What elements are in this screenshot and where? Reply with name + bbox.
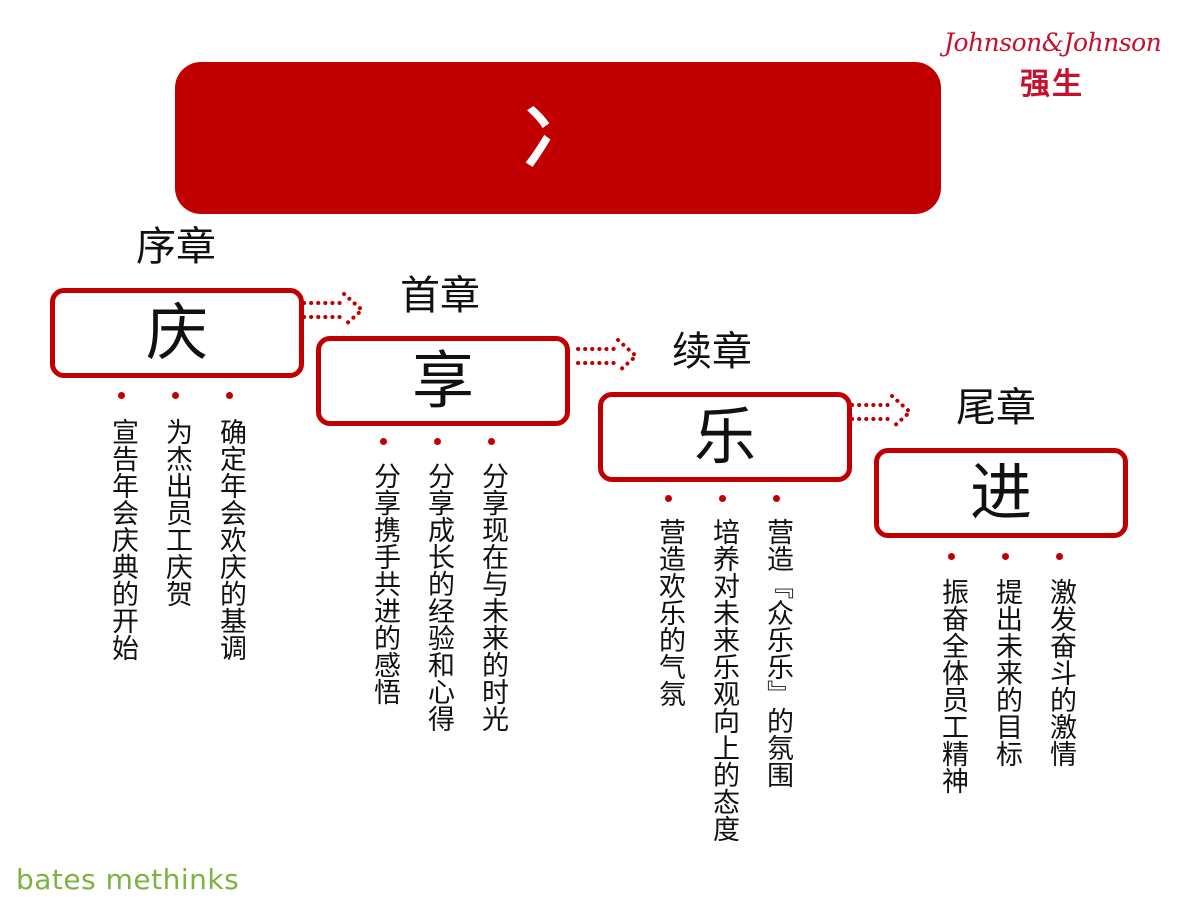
bullet-point bbox=[1002, 553, 1009, 560]
stage-character: 享 bbox=[411, 344, 474, 417]
title-banner: 冫 bbox=[175, 62, 941, 214]
stage-character: 进 bbox=[969, 456, 1032, 529]
chapter-label-final: 尾章 bbox=[956, 385, 1036, 431]
stage-character: 庆 bbox=[145, 296, 208, 369]
dotted-arrow-icon bbox=[576, 338, 638, 374]
bullet-point bbox=[434, 438, 441, 445]
bullet-point bbox=[665, 495, 672, 502]
johnson-johnson-logo: Johnson&Johnson 强生 bbox=[944, 28, 1162, 103]
stage-point: 提出未来的目标 bbox=[991, 578, 1022, 767]
stage-box-share: 享 bbox=[316, 336, 570, 426]
stage-point: 确定年会欢庆的基调 bbox=[215, 418, 246, 661]
stage-point: 激发奋斗的激情 bbox=[1045, 578, 1076, 767]
bullet-point bbox=[172, 392, 179, 399]
bullet-point bbox=[1056, 553, 1063, 560]
stage-box-advance: 进 bbox=[874, 448, 1128, 538]
chapter-label-continue: 续章 bbox=[672, 329, 752, 375]
logo-chinese-text: 强生 bbox=[1020, 67, 1084, 102]
bates-methinks-brand: bates methinks bbox=[16, 863, 240, 896]
bullet-point bbox=[380, 438, 387, 445]
bullet-point bbox=[773, 495, 780, 502]
stage-point: 分享现在与未来的时光 bbox=[477, 462, 508, 732]
stage-point: 分享成长的经验和心得 bbox=[423, 462, 454, 732]
stage-point: 宣告年会庆典的开始 bbox=[107, 418, 138, 661]
stage-point: 振奋全体员工精神 bbox=[937, 578, 968, 794]
dotted-arrow-icon bbox=[302, 292, 364, 328]
stage-point: 营造『众乐乐』的氛围 bbox=[762, 518, 793, 788]
chapter-label-first: 首章 bbox=[400, 273, 480, 319]
stage-point: 培养对未来乐观向上的态度 bbox=[708, 518, 739, 842]
banner-title: 冫 bbox=[521, 96, 594, 180]
stage-box-joy: 乐 bbox=[598, 392, 852, 482]
bullet-point bbox=[719, 495, 726, 502]
stage-point: 为杰出员工庆贺 bbox=[161, 418, 192, 607]
bullet-point bbox=[118, 392, 125, 399]
dotted-arrow-icon bbox=[850, 394, 912, 430]
bullet-point bbox=[948, 553, 955, 560]
stage-character: 乐 bbox=[693, 400, 756, 473]
stage-point: 分享携手共进的感悟 bbox=[369, 462, 400, 705]
chapter-label-prologue: 序章 bbox=[136, 224, 216, 270]
logo-english-text: Johnson&Johnson bbox=[944, 28, 1162, 57]
bullet-point bbox=[226, 392, 233, 399]
stage-point: 营造欢乐的气氛 bbox=[654, 518, 685, 707]
stage-box-celebrate: 庆 bbox=[50, 288, 304, 378]
bullet-point bbox=[488, 438, 495, 445]
